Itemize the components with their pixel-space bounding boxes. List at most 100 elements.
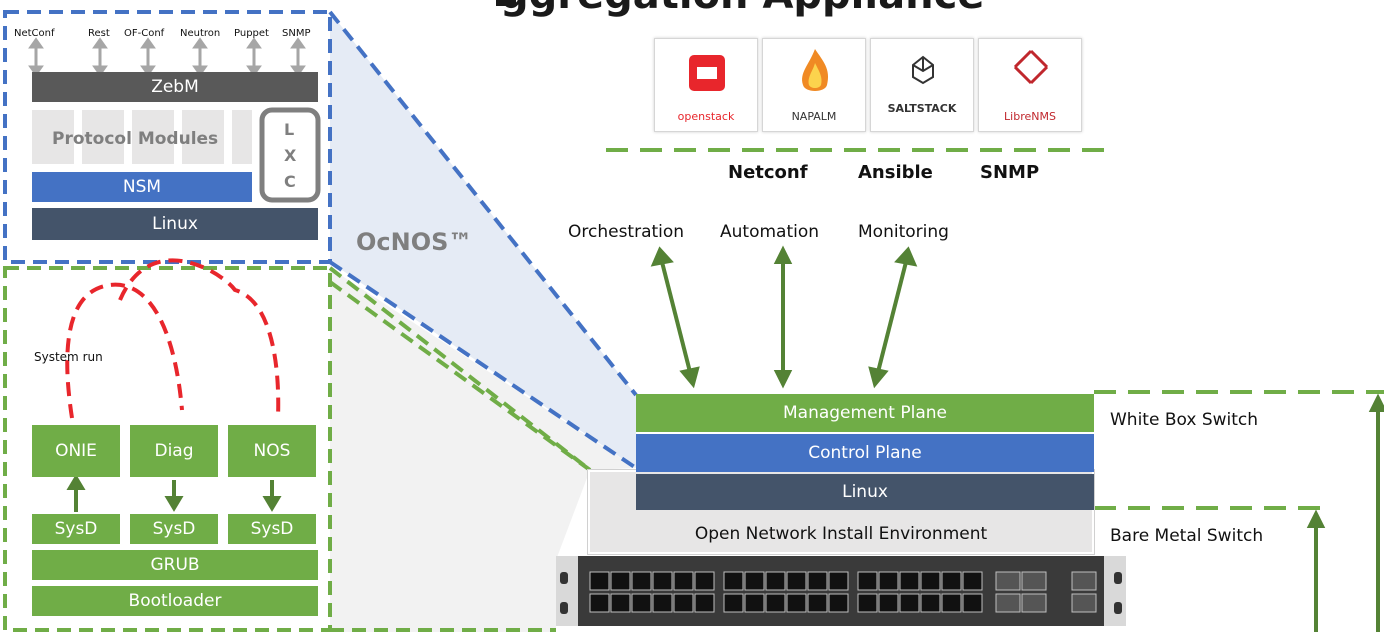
white-box-switch-label: White Box Switch [1110, 410, 1259, 430]
switch-sfp-port [995, 571, 1021, 591]
switch-sfp-port [1071, 593, 1097, 613]
switch-port [828, 571, 849, 591]
system-run-label: System run [34, 350, 103, 364]
switch-port [723, 571, 744, 591]
management-plane-layer: Management Plane [636, 394, 1094, 432]
boot-arc-right [118, 258, 281, 419]
protocol-netconf: Netconf [728, 162, 808, 183]
switch-port [878, 593, 899, 613]
title-fragment-glyph [496, 0, 516, 6]
switch-port [786, 571, 807, 591]
switch-port [828, 593, 849, 613]
zebm-layer: ZebM [32, 72, 318, 102]
switch-sfp-port [995, 593, 1021, 613]
switch-ear-right [1104, 556, 1126, 626]
boot-frame [3, 266, 332, 632]
tool-openstack[interactable]: openstack [654, 38, 758, 132]
function-monitoring: Monitoring [858, 222, 949, 242]
api-label-ofconf: OF-Conf [124, 28, 165, 39]
tool-saltstack[interactable]: SALTSTACK [870, 38, 974, 132]
switch-chassis [556, 556, 1126, 626]
boot-target-diag: Diag [130, 425, 218, 477]
sysd-diag: SysD [130, 514, 218, 544]
lxc-letter-l: L [284, 120, 295, 139]
switch-port [631, 571, 652, 591]
boot-arrows [66, 474, 282, 512]
page-title: ggregation Appliance [500, 0, 984, 18]
api-label-rest: Rest [88, 28, 110, 39]
api-arrows [28, 37, 306, 77]
api-label-puppet: Puppet [234, 28, 269, 39]
switch-ear-left [556, 556, 578, 626]
tool-librenms-text: LibreNMS [1004, 110, 1056, 123]
switch-port [920, 593, 941, 613]
ocnos-linux-layer: Linux [32, 208, 318, 240]
boot-target-onie: ONIE [32, 425, 120, 477]
switch-port [941, 571, 962, 591]
switch-port [807, 593, 828, 613]
tool-openstack-text: openstack [677, 110, 735, 123]
switch-sfp-port [1021, 571, 1047, 591]
switch-port [589, 571, 610, 591]
switch-port [631, 593, 652, 613]
function-automation: Automation [720, 222, 820, 242]
boot-arc-left [65, 282, 184, 419]
openstack-icon [689, 55, 725, 91]
tool-napalm[interactable]: NAPALM [762, 38, 866, 132]
protocol-ansible: Ansible [858, 162, 933, 183]
api-label-neutron: Neutron [180, 28, 221, 39]
switch-port [744, 593, 765, 613]
switch-port [673, 571, 694, 591]
switch-port [652, 593, 673, 613]
switch-port [857, 571, 878, 591]
switch-port [899, 571, 920, 591]
sysd-onie: SysD [32, 514, 120, 544]
switch-port [673, 593, 694, 613]
switch-port [962, 593, 983, 613]
switch-port [807, 571, 828, 591]
lxc-letter-x: X [284, 146, 297, 165]
ocnos-projection-line-bottom [328, 260, 638, 470]
switch-port [899, 593, 920, 613]
tool-saltstack-text: SALTSTACK [887, 102, 957, 115]
ocnos-projection-line-top [328, 10, 638, 397]
tool-librenms[interactable]: LibreNMS [978, 38, 1082, 132]
boot-projection [330, 268, 636, 632]
saltstack-icon [912, 55, 934, 85]
switch-ports [589, 571, 1097, 613]
switch-port [610, 571, 631, 591]
switch-linux-layer: Linux [636, 474, 1094, 510]
api-label-snmp: SNMP [282, 28, 311, 39]
switch-port [941, 593, 962, 613]
boot-projection-line-b [328, 280, 592, 472]
ocnos-brand: OcNOS™ [356, 228, 473, 256]
control-plane-layer: Control Plane [636, 434, 1094, 472]
switch-port [652, 571, 673, 591]
sysd-nos: SysD [228, 514, 316, 544]
switch-port [723, 593, 744, 613]
napalm-flame-icon [802, 49, 829, 91]
bootloader-layer: Bootloader [32, 586, 318, 616]
switch-port [962, 571, 983, 591]
switch-port [694, 571, 715, 591]
lxc-letter-c: C [284, 172, 296, 191]
ocnos-projection [330, 12, 636, 468]
ocnos-frame [3, 10, 332, 264]
librenms-icon [1013, 49, 1049, 85]
boot-target-nos: NOS [228, 425, 316, 477]
switch-port [694, 593, 715, 613]
function-arrows [650, 245, 918, 389]
switch-port [589, 593, 610, 613]
function-orchestration: Orchestration [568, 222, 685, 242]
switch-port [857, 593, 878, 613]
api-label-netconf: NetConf [14, 28, 55, 39]
protocol-modules-label: Protocol Modules [52, 129, 219, 149]
tool-napalm-text: NAPALM [791, 110, 837, 123]
switch-port [765, 593, 786, 613]
bare-metal-switch-label: Bare Metal Switch [1110, 526, 1264, 546]
switch-port [610, 593, 631, 613]
switch-port [878, 571, 899, 591]
lxc-container [259, 107, 321, 203]
switch-port [920, 571, 941, 591]
